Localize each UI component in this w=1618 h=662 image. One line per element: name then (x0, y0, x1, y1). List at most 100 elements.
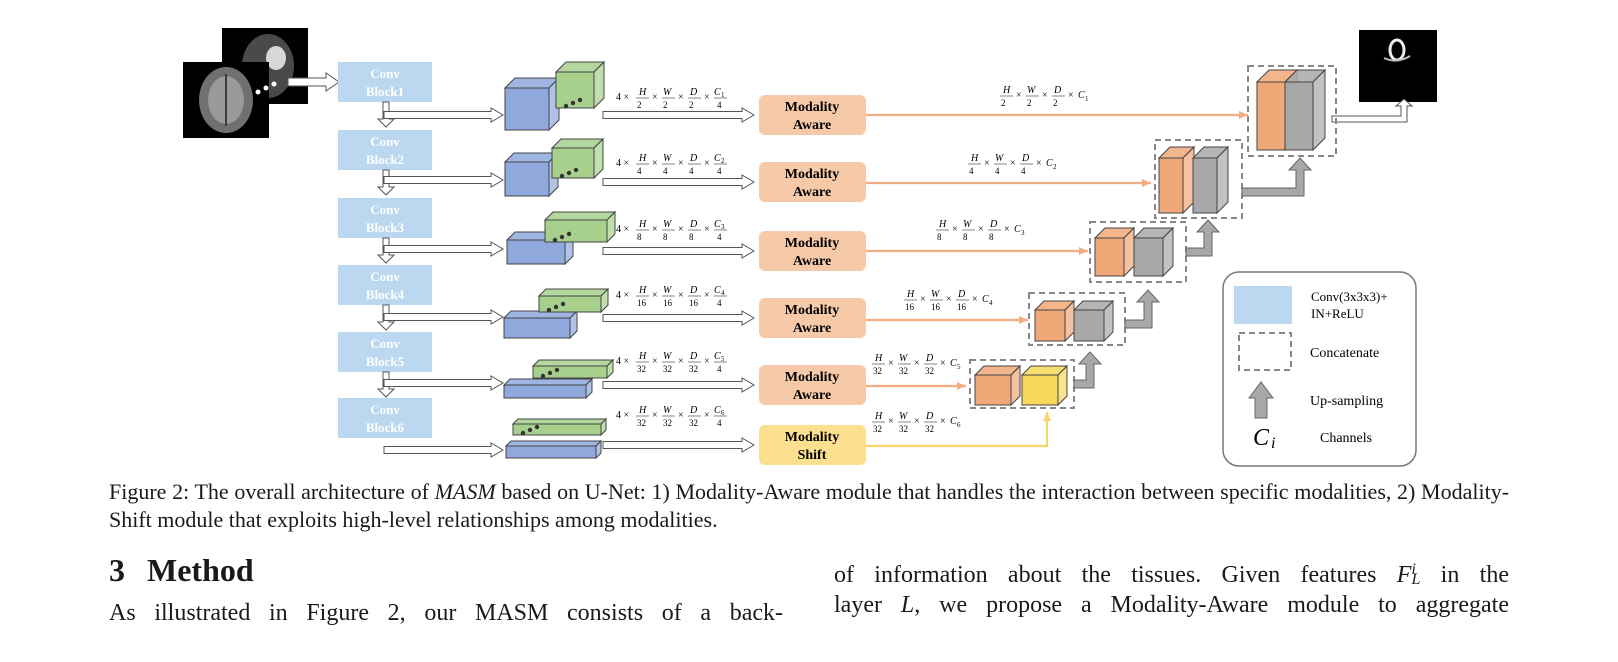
dim-c-sub: 1 (721, 91, 725, 99)
dim-w-den: 8 (963, 232, 968, 242)
module-line2: Aware (793, 118, 831, 133)
dim-w-den: 32 (663, 418, 672, 428)
green-feature-cube-5-side (606, 358, 614, 380)
dim-prefix: 4 × (616, 410, 629, 421)
concat-dashed-box (969, 359, 1075, 409)
green-feature-cube-1-side (593, 60, 605, 110)
dim-h-den: 32 (637, 364, 646, 374)
feature-dot (553, 304, 559, 310)
dim-d: D (689, 405, 698, 416)
module-box (759, 162, 866, 202)
right-line1-var: F (1396, 562, 1412, 588)
dim-c: C (950, 416, 957, 427)
right-line1-b: in the (1420, 562, 1509, 588)
dim-h: H (906, 289, 915, 300)
right-line2-a: layer (834, 592, 901, 618)
dim-c: C (714, 351, 721, 362)
dim-h-den: 4 (969, 166, 974, 176)
dim-times: × (704, 224, 710, 235)
dim-c-den: 4 (717, 232, 722, 242)
feature-dot (540, 373, 546, 379)
dim-w-den: 4 (995, 166, 1000, 176)
dim-w-den: 16 (931, 302, 941, 312)
conv-blocks: ConvBlock1ConvBlock2ConvBlock3ConvBlock4… (338, 62, 504, 458)
module-box (759, 365, 866, 405)
dim-h: H (638, 153, 647, 164)
dim-times: × (652, 410, 658, 421)
blue-feature-cube-5-top (502, 378, 594, 386)
module-line1: Modality (785, 370, 839, 385)
dim-c-sub: 6 (957, 421, 961, 429)
dim-times: × (984, 158, 990, 169)
dim-h-den: 8 (937, 232, 942, 242)
decoder-cube (1033, 299, 1076, 343)
modules: ModalityAwareModalityAwareModalityAwareM… (759, 95, 866, 465)
dim-times: × (1004, 224, 1010, 235)
dim-times: × (652, 290, 658, 301)
legend-channels-label: Channels (1320, 431, 1372, 446)
conv-block-line2: Block2 (366, 152, 404, 167)
conv-block-box (338, 265, 432, 305)
dim-h: H (638, 285, 647, 296)
blue-feature-cube-2 (503, 151, 560, 198)
dim-d-den: 32 (689, 364, 698, 374)
dim-d-den: 32 (925, 366, 934, 376)
green-feature-cube-6 (511, 417, 608, 437)
green-feature-cube-4-side (600, 287, 609, 314)
dim-c-den: 4 (717, 418, 722, 428)
concat-dashed-box (1247, 65, 1337, 157)
upsampling-arrow-icon (1073, 351, 1103, 389)
dim-d: D (957, 289, 966, 300)
architecture-figure: ConvBlock1ConvBlock2ConvBlock3ConvBlock4… (183, 28, 1437, 467)
feature-dot (527, 427, 533, 433)
dim-times: × (940, 416, 946, 427)
block-to-feature-arrow-6 (383, 442, 504, 458)
blue-feature-cube-4-side (569, 309, 578, 340)
dim-d: D (689, 87, 698, 98)
dim-c: C (714, 405, 721, 416)
dim-h-den: 16 (905, 302, 915, 312)
dim-w-den: 32 (663, 364, 672, 374)
dim-d: D (689, 285, 698, 296)
module-box (759, 231, 866, 271)
blue-feature-cube-6 (504, 439, 603, 460)
dim-h: H (874, 411, 883, 422)
dim-c-sub: 2 (1053, 163, 1057, 171)
block-to-feature-arrow-1 (383, 107, 504, 123)
conv-block-line2: Block4 (366, 287, 405, 302)
dim-d: D (689, 153, 698, 164)
dim-times: × (888, 416, 894, 427)
dim-times: × (704, 92, 710, 103)
feature-to-module-arrow-1 (602, 107, 755, 123)
decoder-cube-front (1284, 81, 1314, 151)
blue-feature-cube-5 (502, 377, 594, 400)
dim-times: × (678, 410, 684, 421)
feature-dot (546, 307, 552, 313)
decoder-cube (1020, 364, 1069, 407)
dim-d-den: 2 (689, 100, 694, 110)
decoder-cube-side (1216, 145, 1229, 215)
mri-input-images (183, 28, 340, 138)
decoder-cube (1072, 299, 1115, 343)
dim-times: × (952, 224, 958, 235)
feature-dot (554, 367, 560, 373)
right-line1-sub: L (1411, 571, 1421, 588)
feature-dot (577, 97, 583, 103)
block-to-feature-arrow-5 (383, 375, 504, 391)
dim-times: × (678, 92, 684, 103)
upsampling-arrow-icon (1124, 289, 1161, 329)
decoder-cube-side (1182, 145, 1195, 215)
conv-block-line1: Conv (370, 269, 400, 284)
dim-d: D (689, 351, 698, 362)
dim-c-sub: 4 (721, 289, 725, 297)
feature-dot (566, 231, 572, 237)
